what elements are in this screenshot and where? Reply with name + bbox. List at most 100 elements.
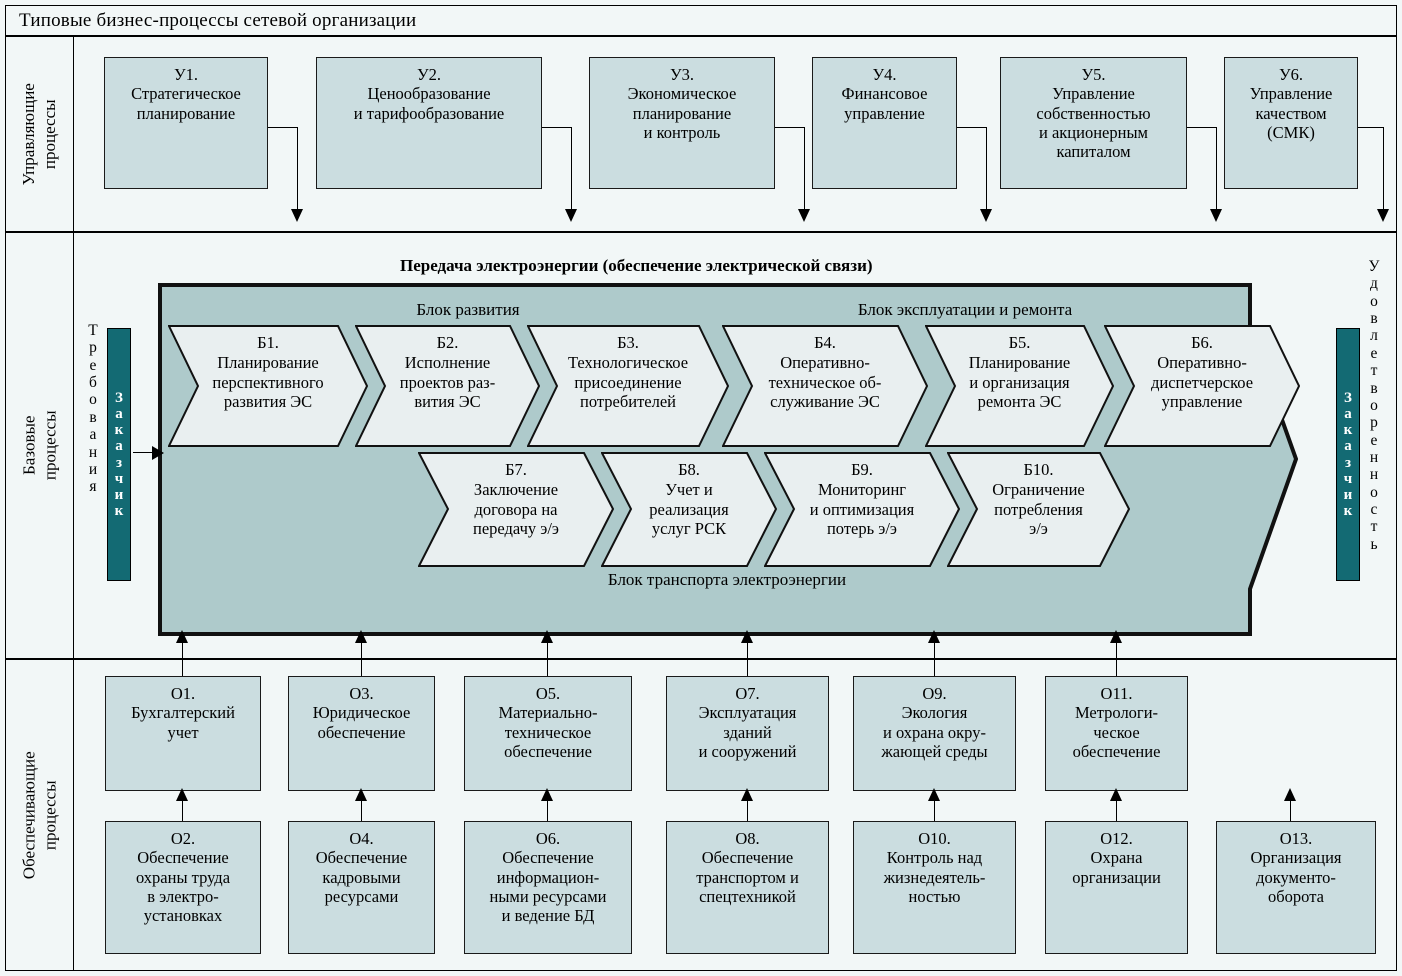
process-box-o9-line-3: жающей среды bbox=[881, 741, 988, 761]
customer-strip-input-char-7: и bbox=[114, 486, 124, 503]
process-box-o10-code: О10. bbox=[918, 829, 951, 848]
chevron-b8-code: Б8. bbox=[678, 460, 700, 479]
connector-o8-o7-arrowhead bbox=[741, 788, 753, 801]
process-box-o6-code: О6. bbox=[535, 829, 561, 848]
band-supporting-label-line1: Обеспечивающие bbox=[19, 751, 39, 879]
satisfaction-vertical-text-char-7: т bbox=[1370, 362, 1378, 380]
chevron-b7-shape bbox=[417, 452, 615, 567]
connector-o6-o5-arrowhead bbox=[541, 788, 553, 801]
process-box-u5-line-2: собственностью bbox=[1036, 103, 1151, 123]
chevron-b3-line-2: присоединение bbox=[574, 372, 682, 392]
process-box-o4-line-3: ресурсами bbox=[324, 886, 399, 906]
process-box-o13-line-3: оборота bbox=[1268, 886, 1324, 906]
process-box-o4-line-1: Обеспечение bbox=[315, 848, 408, 868]
diagram-title: Типовые бизнес-процессы сетевой организа… bbox=[19, 9, 417, 31]
process-box-u5-line-3: и акционерным bbox=[1039, 122, 1148, 142]
process-box-o7-line-2: зданий bbox=[723, 722, 772, 742]
connector-u2-v bbox=[571, 127, 572, 210]
process-box-o1-line-2: учет bbox=[167, 722, 199, 742]
process-box-o6-line-3: ными ресурсами bbox=[489, 886, 607, 906]
chevron-b8-shape bbox=[600, 452, 778, 567]
connector-u4-arrowhead bbox=[980, 209, 992, 222]
band-managing-label-line1: Управляющие bbox=[19, 82, 39, 186]
diagram-title-band: Типовые бизнес-процессы сетевой организа… bbox=[5, 5, 1397, 36]
process-box-o8-line-3: спецтехникой bbox=[699, 886, 796, 906]
chevron-b5-line-3: ремонта ЭС bbox=[977, 392, 1062, 412]
connector-o8-o7-line bbox=[747, 795, 748, 821]
band-managing-label: Управляющие процессы bbox=[6, 37, 73, 231]
process-box-o2-line-3: в электро- bbox=[147, 886, 219, 906]
connector-u1-h bbox=[268, 127, 298, 128]
connector-o3-up-line bbox=[361, 637, 362, 676]
chevron-b2-line-1: Исполнение bbox=[404, 352, 491, 372]
connector-o1-up-arrowhead bbox=[176, 630, 188, 643]
connector-u6-arrowhead bbox=[1377, 209, 1389, 222]
chevron-b10-line-3: э/э bbox=[1029, 519, 1048, 539]
customer-strip-output-char-7: и bbox=[1343, 486, 1353, 503]
block-title-development: Блок развития bbox=[416, 300, 520, 319]
satisfaction-vertical-text-char-16: т bbox=[1370, 518, 1378, 536]
connector-u2-h bbox=[542, 127, 572, 128]
chevron-b1-line-2: перспективного bbox=[212, 372, 324, 392]
chevron-b9-line-2: и оптимизация bbox=[809, 499, 915, 519]
chevron-b4-line-2: техническое об- bbox=[768, 372, 882, 392]
connector-o7-up-arrowhead bbox=[741, 630, 753, 643]
requirements-vertical-text-char-7: а bbox=[89, 426, 97, 444]
customer-strip-input-char-1: З bbox=[115, 389, 123, 406]
connector-u3-arrowhead bbox=[798, 209, 810, 222]
chevron-b4[interactable]: Б4.Оперативно-техническое об-служивание … bbox=[721, 325, 929, 447]
customer-strip-output-char-8: к bbox=[1343, 503, 1353, 520]
process-box-u6-line-1: Управление bbox=[1249, 84, 1333, 104]
band-base-label-line1: Базовые bbox=[19, 415, 39, 476]
process-box-o8-line-2: транспортом и bbox=[696, 867, 799, 887]
requirements-vertical-text-char-6: в bbox=[89, 408, 97, 426]
satisfaction-vertical-text-char-14: о bbox=[1370, 483, 1378, 501]
connector-o2-o1-line bbox=[182, 795, 183, 821]
process-box-o5-line-3: обеспечение bbox=[504, 741, 592, 761]
chevron-b8-line-3: услуг РСК bbox=[651, 519, 727, 539]
process-box-u5-code: У5. bbox=[1081, 65, 1106, 84]
process-box-o11-code: О11. bbox=[1100, 684, 1133, 703]
process-box-o8-code: О8. bbox=[735, 829, 760, 848]
chevron-b6-line-3: управление bbox=[1161, 392, 1243, 412]
chevron-b4-code: Б4. bbox=[814, 333, 836, 352]
chevron-b4-text: Б4.Оперативно-техническое об-служивание … bbox=[722, 325, 928, 412]
process-box-o3-line-1: Юридическое bbox=[312, 703, 411, 723]
chevron-b1-line-3: развития ЭС bbox=[223, 392, 313, 412]
process-box-o11-line-3: обеспечение bbox=[1072, 741, 1161, 761]
requirements-vertical-text-char-10: я bbox=[89, 478, 97, 496]
process-box-u1-code: У1. bbox=[173, 65, 199, 84]
process-box-u4-line-1: Финансовое bbox=[841, 84, 928, 104]
